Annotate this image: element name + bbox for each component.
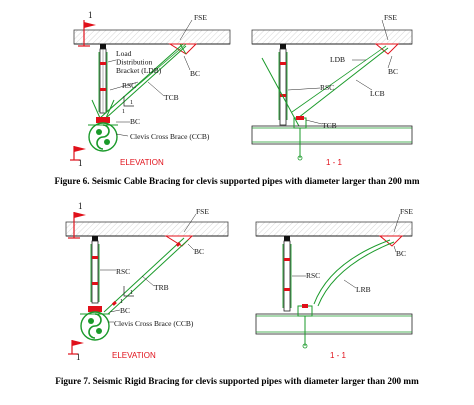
fig6-elev-clevis — [96, 117, 110, 123]
fig7-elev-hanger-rod — [91, 240, 99, 304]
figure7-elevation-labels-bc_top-label: BC — [194, 247, 204, 256]
figure6-elevation-labels-section_mark_bottom-label: 1 — [78, 158, 83, 168]
fig7-elevation: 1 1 1 1 — [65, 201, 229, 362]
fig7-section-mark-top: 1 — [68, 201, 86, 239]
figure6-elevation-labels-rsc-label: RSC — [122, 81, 136, 90]
figure7-elevation-labels-bc_bottom-label: BC — [120, 306, 130, 315]
figure7-caption: Figure 7. Seismic Rigid Bracing for clev… — [55, 376, 419, 386]
fig6-sect-slab — [251, 29, 413, 45]
figure6-section-labels-tcb-label: TCB — [322, 121, 337, 130]
figure7-elevation-labels-rsc-label: RSC — [116, 267, 130, 276]
figure6-elevation-labels-ccb-label: Clevis Cross Brace (CCB) — [130, 132, 210, 141]
figure7-elevation-labels-fse-label: FSE — [196, 207, 209, 216]
figure6-section-labels-lcb-label: LCB — [370, 89, 385, 98]
fig7-sect-pipe — [255, 313, 413, 335]
fig6-elevation: 1 1 1 — [70, 10, 231, 168]
figure6-section-labels-title-label: 1 - 1 — [326, 158, 343, 167]
figure7-section-labels-title-label: 1 - 1 — [330, 351, 347, 360]
fig7-elev-trb-brace — [103, 237, 185, 313]
fig7-sect-lrb-brace — [313, 239, 391, 305]
fig7-section-mark-bottom: 1 — [68, 340, 84, 362]
figure7-section-labels-lrb-label: LRB — [356, 285, 371, 294]
figure6-elevation-labels-section_mark-label: 1 — [88, 10, 93, 20]
fig6-sect-lcb-cable — [297, 47, 389, 119]
fig6-elev-ldb-label: Load Distribution Bracket (LDB) — [116, 49, 162, 75]
figure7-elevation-labels-ccb-label: Clevis Cross Brace (CCB) — [114, 319, 194, 328]
fig6-elev-anchor — [100, 44, 106, 49]
figure6-elevation-labels-slope_1a-label: 1 — [130, 99, 133, 106]
figure6-section-labels-rsc-label: RSC — [320, 83, 334, 92]
fig7-sect-hanger-rod — [283, 240, 291, 312]
fig6-section-mark-top: 1 — [78, 10, 96, 47]
fig6-elev-tcb-cable — [105, 45, 187, 119]
fig7-elev-slab — [65, 221, 229, 237]
fig6-sect-hanger-rod — [279, 48, 287, 126]
figure6-elevation-labels-fse-label: FSE — [194, 13, 207, 22]
fig7-sect-slab — [255, 221, 413, 237]
figure7-elevation-labels-title-label: ELEVATION — [112, 351, 156, 360]
figure6-section-labels-bc-label: BC — [388, 67, 398, 76]
figure6-elevation-labels-title-label: ELEVATION — [120, 158, 164, 167]
figure7-elevation-labels-section_mark_bottom-label: 1 — [76, 352, 81, 362]
fig6-elev-rod-clamps — [100, 62, 106, 91]
figure7-section-labels-bc-label: BC — [396, 249, 406, 258]
figure6-elevation-labels-bc_top-label: BC — [190, 69, 200, 78]
fig6-section-mark-bottom: 1 — [70, 146, 86, 168]
figure6-elevation-labels-slope_1b-label: 1 — [122, 108, 125, 115]
figure6-section-labels-fse-label: FSE — [384, 13, 397, 22]
figure6-section-labels-ldb-label: LDB — [330, 55, 345, 64]
figure7-elevation-labels-slope_1a-label: 1 — [130, 289, 133, 296]
figure7-elevation-labels-section_mark-label: 1 — [78, 201, 83, 211]
figure7-elevation-labels-trb-label: TRB — [154, 283, 169, 292]
figure6-elevation-labels-bc_bottom-label: BC — [130, 117, 140, 126]
figure6-elevation-labels-tcb-label: TCB — [164, 93, 179, 102]
figure7-elevation-labels-slope_1b-label: 1 — [120, 298, 123, 305]
fig7-section: FSE BC RSC LRB 1 - 1 — [255, 207, 413, 360]
figure7-section-labels-fse-label: FSE — [400, 207, 413, 216]
fig6-section: FSE LDB BC RSC LCB TCB 1 - 1 — [251, 13, 413, 167]
figure7-section-labels-rsc-label: RSC — [306, 271, 320, 280]
fig6-elev-slab — [73, 29, 231, 45]
fig6-sect-pipe — [251, 125, 413, 145]
figure6-caption: Figure 6. Seismic Cable Bracing for clev… — [54, 176, 420, 186]
